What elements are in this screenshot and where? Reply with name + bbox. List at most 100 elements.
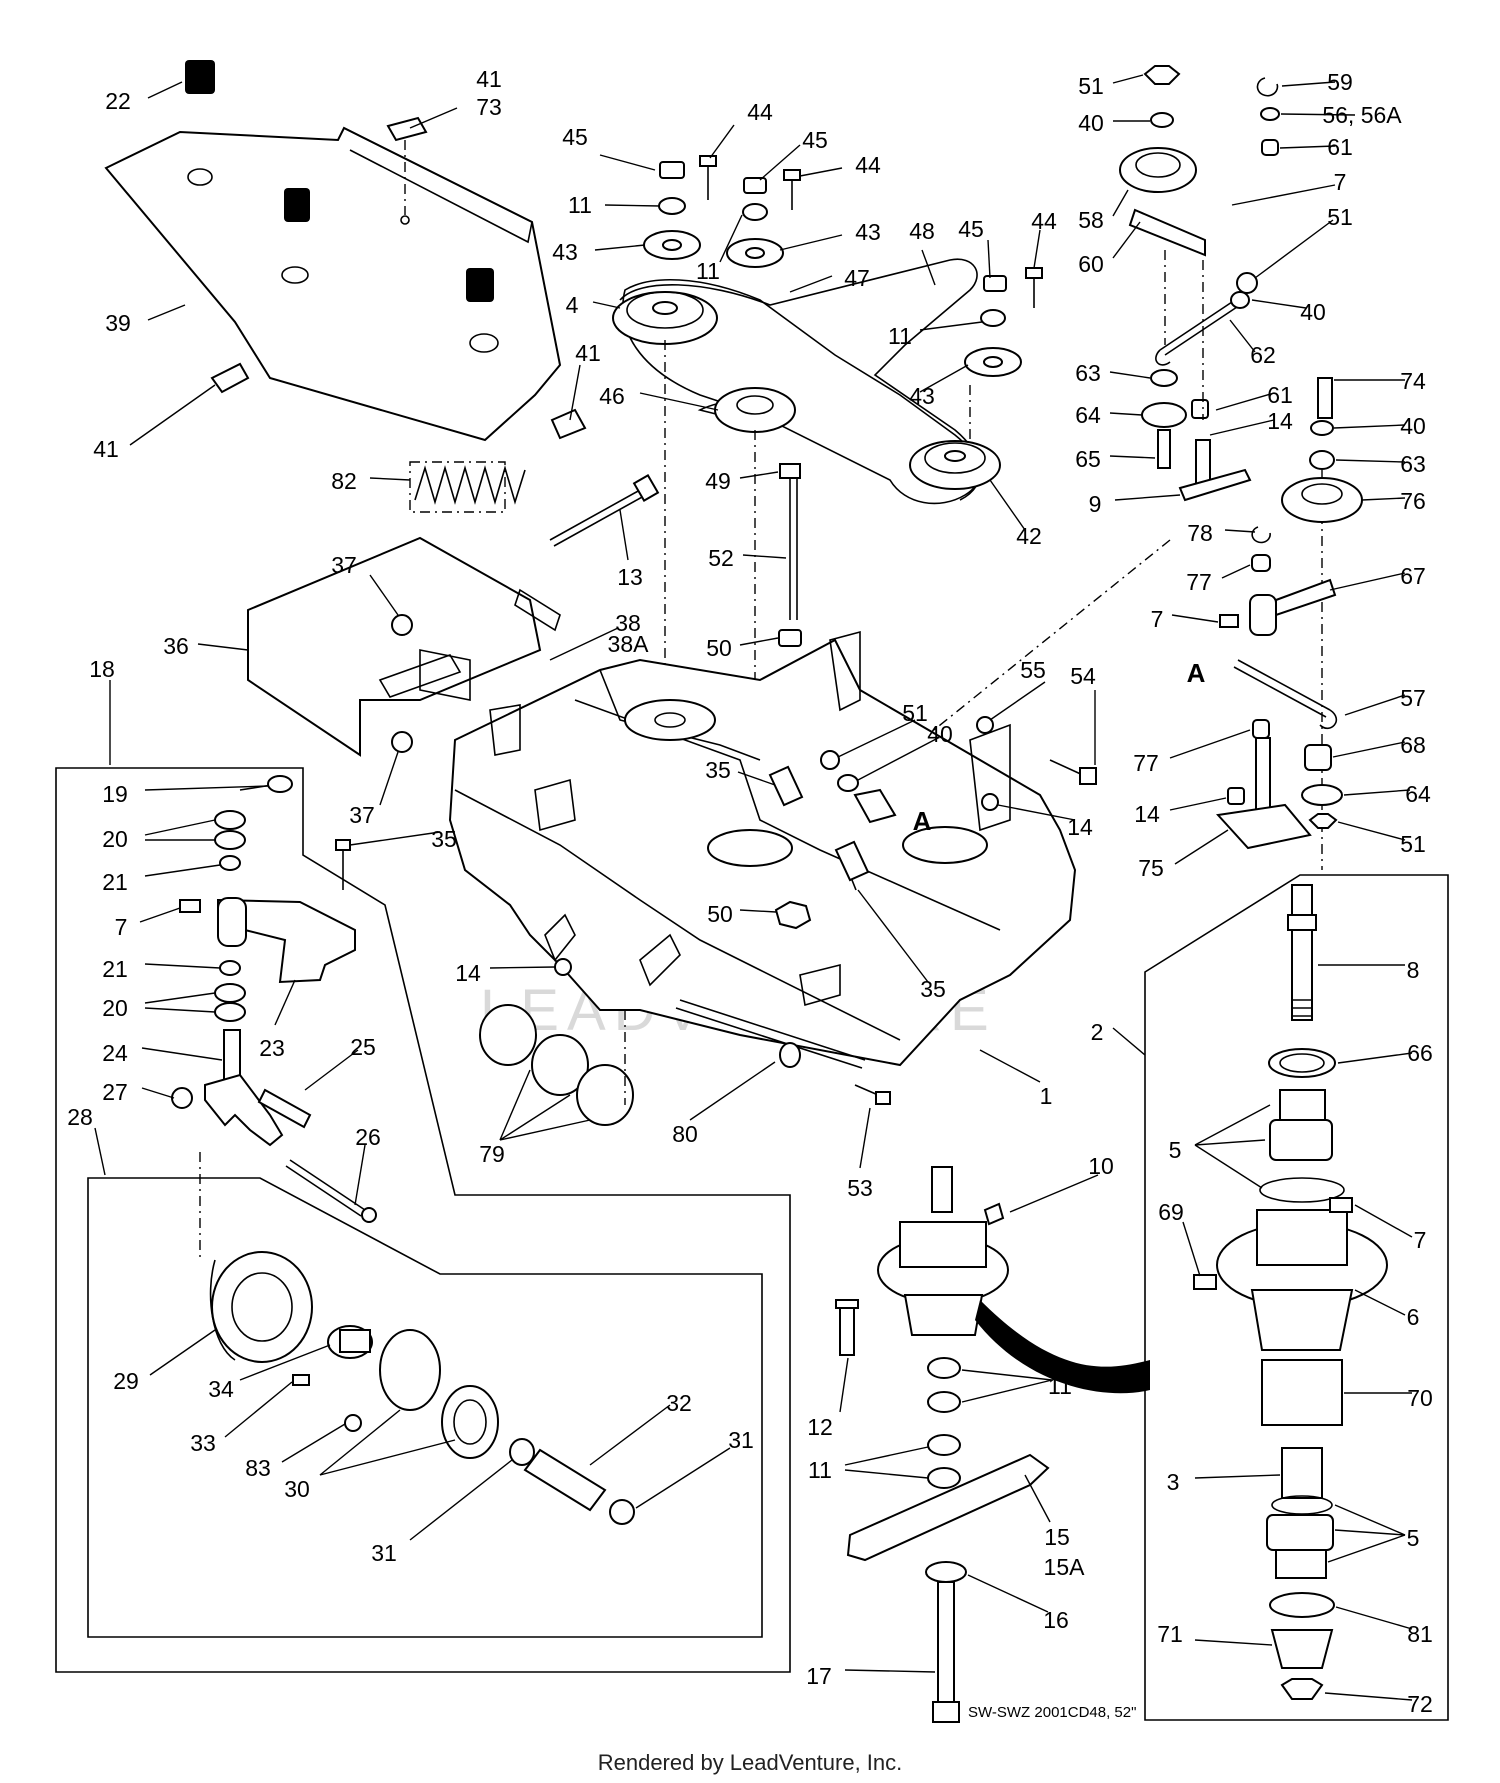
part-callout: 62 (1250, 342, 1276, 368)
nut-14-deck (554, 793, 999, 976)
part-callout: 40 (927, 721, 953, 747)
spindle-bearings-70-3 (1261, 1359, 1343, 1499)
section-marker: A (913, 806, 932, 836)
part-callout: 78 (1187, 520, 1213, 546)
part-callout: 50 (707, 901, 733, 927)
spindle-assembled (877, 1166, 1150, 1394)
part-callout: 7 (1414, 1227, 1427, 1253)
part-callout: 58 (1078, 207, 1104, 233)
part-callout: 8 (1407, 957, 1420, 983)
part-callout: 20 (102, 826, 128, 852)
part-callout: 53 (847, 1175, 873, 1201)
nuts-37 (391, 614, 413, 753)
bolt-26 (285, 1159, 377, 1223)
part-callout: 4 (566, 292, 579, 318)
part-callout: 63 (1400, 451, 1426, 477)
part-callout: 11 (696, 258, 720, 284)
idler-stack-63-64-65 (1141, 369, 1211, 491)
part-callout: 43 (909, 383, 935, 409)
part-callout: 37 (349, 802, 375, 828)
spindle-stud-52 (778, 463, 802, 647)
part-callout: 44 (747, 99, 773, 125)
part-callout: 64 (1405, 781, 1431, 807)
idler-pulley-46 (714, 387, 796, 433)
part-callout: 46 (599, 383, 625, 409)
part-callout: 37 (331, 552, 357, 578)
part-callout: 11 (808, 1457, 832, 1483)
idler-top-stack (1119, 65, 1280, 257)
spring-82 (409, 461, 526, 513)
part-callout: 11 (888, 323, 912, 349)
part-callout: 56, 56A (1322, 102, 1402, 128)
part-callout: 26 (355, 1124, 381, 1150)
deck-shield-39 (104, 126, 562, 442)
part-callout: 45 (562, 124, 588, 150)
part-callout: 3 (1167, 1469, 1180, 1495)
part-callout: 77 (1186, 569, 1212, 595)
part-callout: 39 (105, 310, 131, 336)
part-callout: 81 (1407, 1621, 1433, 1647)
part-callout: 77 (1133, 750, 1159, 776)
part-callout: 43 (855, 219, 881, 245)
spindle-shaft-8 (1287, 884, 1317, 1021)
wing-knob-41-left (210, 362, 250, 394)
spindle-lower-5-81-71-72 (1266, 1495, 1335, 1700)
nut-83 (344, 1414, 362, 1432)
part-callout: 70 (1407, 1385, 1433, 1411)
part-callout: 61 (1267, 382, 1293, 408)
wing-knob-41-right (550, 408, 587, 440)
part-callout: 76 (1400, 488, 1426, 514)
part-callout: 15A (1044, 1554, 1086, 1580)
part-callout: 79 (479, 1141, 505, 1167)
part-callout: 19 (102, 781, 128, 807)
spindle-housing-6 (1193, 1197, 1388, 1351)
section-marker: A (1187, 658, 1206, 688)
wing-knob-41-top (386, 116, 428, 215)
part-callout: 21 (102, 956, 128, 982)
idler-arm-67 (1219, 578, 1337, 636)
deck-housing-1 (448, 630, 1077, 1067)
part-callout: 27 (102, 1079, 128, 1105)
caster-arm-23 (217, 897, 356, 984)
part-callout: 73 (476, 94, 502, 120)
model-code: SW-SWZ 2001CD48, 52" (968, 1704, 1136, 1721)
nuts-45-washers-11 (658, 161, 1007, 327)
part-callout: 20 (102, 995, 128, 1021)
part-callout: 40 (1400, 413, 1426, 439)
idler-rod-57 (1233, 659, 1337, 730)
grease-fitting-33 (292, 1374, 310, 1386)
bolt-53 (854, 1084, 891, 1105)
part-callout: 71 (1157, 1621, 1183, 1647)
part-callout: 63 (1075, 360, 1101, 386)
pulley-42 (909, 440, 1001, 490)
wheel-group-28 (87, 1152, 763, 1638)
part-callout: 40 (1078, 110, 1104, 136)
part-callout: 25 (350, 1034, 376, 1060)
part-callout: 38A (608, 631, 650, 657)
flange-43-right (964, 347, 1022, 377)
footer-credit: Rendered by LeadVenture, Inc. (598, 1750, 903, 1775)
part-callout: 16 (1043, 1607, 1069, 1633)
part-callout: 35 (920, 976, 946, 1002)
part-callout: 14 (1067, 814, 1093, 840)
part-callout: 7 (115, 914, 128, 940)
idler-stack-68-64-51 (1301, 744, 1343, 829)
part-callout: 14 (1267, 408, 1293, 434)
part-callout: 12 (807, 1414, 833, 1440)
part-callout: 9 (1089, 491, 1102, 517)
part-callout: 72 (1407, 1691, 1433, 1717)
part-callout: 44 (1031, 208, 1057, 234)
grease-fitting-7 (179, 899, 201, 913)
part-callout: 60 (1078, 251, 1104, 277)
idler-rod-62 (1155, 299, 1241, 366)
part-callout: 14 (455, 960, 481, 986)
spindle-seals-66-5 (1259, 1048, 1345, 1203)
part-callout: 51 (1327, 204, 1353, 230)
part-callout: 55 (1020, 657, 1046, 683)
part-callout: 59 (1327, 69, 1353, 95)
hub-34 (327, 1325, 373, 1359)
bolt-54 (976, 716, 1097, 785)
caster-group-18 (55, 767, 791, 1673)
wheel-29 (209, 1251, 313, 1363)
axle-sleeve-32 (523, 1448, 607, 1512)
